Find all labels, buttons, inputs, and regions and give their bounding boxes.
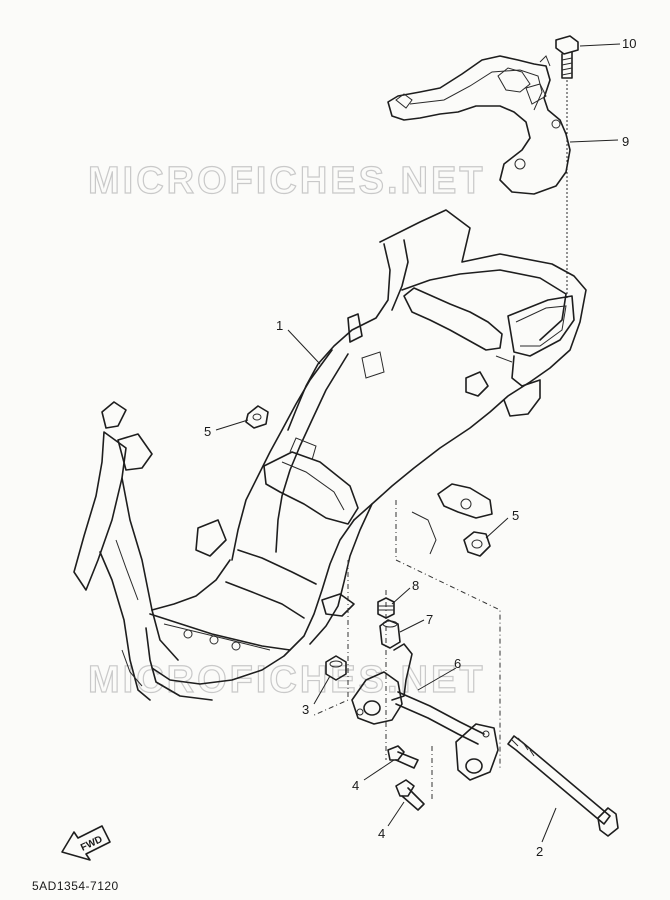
- part-long-bolt-2: [507, 735, 619, 837]
- forward-arrow-icon: FWD: [61, 825, 111, 861]
- watermark-top: MICROFICHES.NET: [88, 160, 486, 202]
- assembly-line-left: [311, 560, 349, 717]
- part-collar-8: [377, 597, 395, 619]
- part-bolt-10: [555, 35, 579, 300]
- callout-5-right: 5: [512, 508, 519, 523]
- part-bracket-9: [387, 55, 571, 195]
- callout-4-lower: 4: [378, 826, 385, 841]
- callout-9: 9: [622, 134, 629, 149]
- callout-2: 2: [536, 844, 543, 859]
- assembly-line-right: [395, 500, 501, 770]
- callout-3: 3: [302, 702, 309, 717]
- part-bolt-4-lower: [395, 779, 425, 811]
- callout-4-upper: 4: [352, 778, 359, 793]
- watermark-bottom: MICROFICHES.NET: [88, 659, 486, 701]
- part-mount-bracket: [411, 483, 493, 555]
- callout-8: 8: [412, 578, 419, 593]
- callout-6: 6: [454, 656, 461, 671]
- diagram-code: 5AD1354-7120: [32, 879, 119, 893]
- part-mount-link-6: [351, 643, 499, 781]
- part-bushing-3: [325, 655, 347, 681]
- part-bushing-5-right: [463, 531, 491, 557]
- part-bushing-5-left: [245, 405, 269, 429]
- callout-1: 1: [276, 318, 283, 333]
- part-bushing-7: [379, 619, 401, 649]
- callout-10: 10: [622, 36, 636, 51]
- callout-leaders: [215, 43, 621, 843]
- part-bolt-4-upper: [387, 745, 419, 769]
- callout-5-left: 5: [204, 424, 211, 439]
- part-frame-1: [73, 209, 587, 701]
- callout-7: 7: [426, 612, 433, 627]
